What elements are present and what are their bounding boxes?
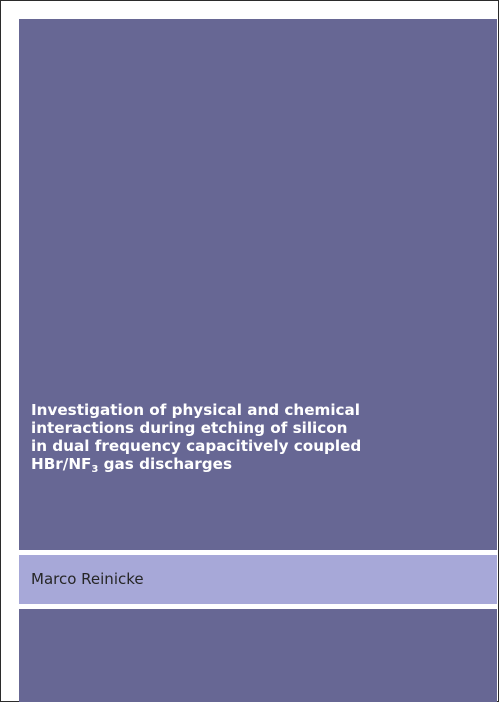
book-cover: Investigation of physical and chemical i…	[19, 19, 497, 702]
title-line-3: in dual frequency capacitively coupled	[31, 437, 362, 455]
book-title: Investigation of physical and chemical i…	[31, 401, 493, 475]
author-name: Marco Reinicke	[31, 570, 144, 588]
title-line-2: interactions during etching of silicon	[31, 419, 348, 437]
title-formula-subscript: 3	[91, 464, 99, 475]
author-band-bottom-divider	[19, 604, 497, 609]
title-formula: HBr/NF	[31, 455, 92, 473]
title-tail: gas discharges	[98, 455, 233, 473]
author-band: Marco Reinicke	[19, 555, 497, 604]
title-line-4: HBr/NF3 gas discharges	[31, 455, 493, 475]
title-line-1: Investigation of physical and chemical	[31, 401, 361, 419]
author-band-top-divider	[19, 550, 497, 555]
